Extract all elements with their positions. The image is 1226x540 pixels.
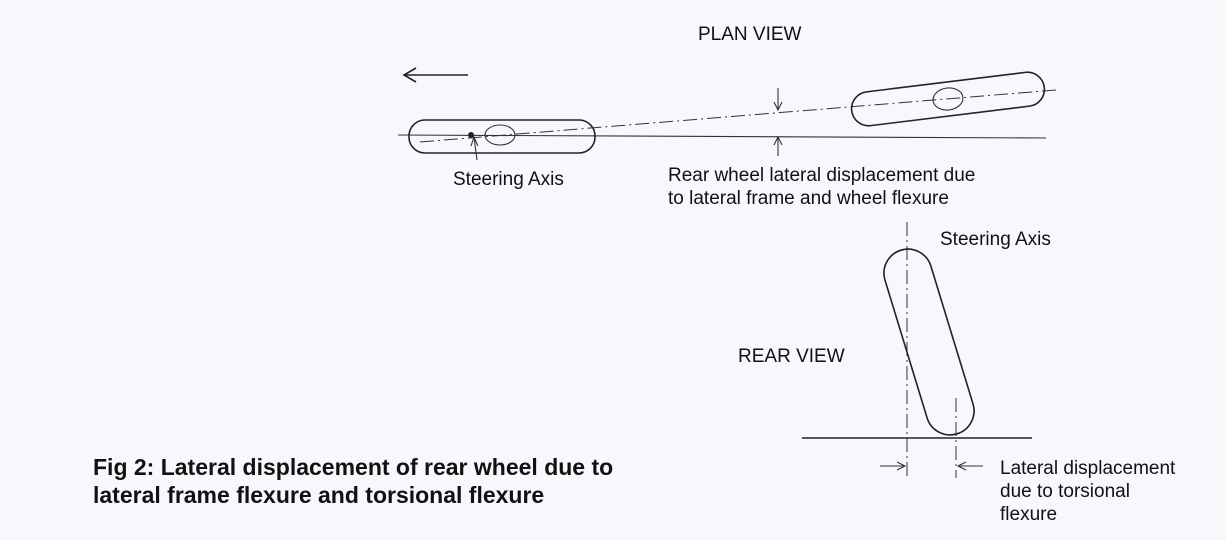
left-arrow-icon [402,67,468,83]
caption-line1: Fig 2: Lateral displacement of rear whee… [93,454,613,480]
rear-view-wheel [883,248,975,436]
plan-displacement-label-line1: Rear wheel lateral displacement due [668,165,975,186]
steering-axis-point [468,132,474,138]
front-wheel [408,119,596,154]
displacement-dimension [773,88,783,156]
rear-view-title: REAR VIEW [738,346,845,367]
plan-view: PLAN VIEW Steering Axis [397,24,1057,209]
torsional-dimension [880,461,983,471]
rear-steering-axis-label: Steering Axis [940,229,1051,250]
reference-line [397,134,1047,139]
torsional-label-line1: Lateral displacement [1000,458,1176,479]
plan-displacement-label-line2: to lateral frame and wheel flexure [668,188,949,209]
plan-view-title: PLAN VIEW [698,24,802,45]
wheelbase-centerline [419,89,1057,143]
figure-caption: Fig 2: Lateral displacement of rear whee… [93,454,613,508]
rear-view: Steering Axis REAR VIEW Lateral displace… [738,222,1176,525]
rear-wheel [850,71,1046,127]
torsional-label-line3: flexure [1000,504,1057,525]
steering-axis-pointer [470,135,479,161]
front-steering-axis-label: Steering Axis [453,169,564,190]
caption-line2: lateral frame flexure and torsional flex… [93,482,544,508]
torsional-label-line2: due to torsional [1000,481,1130,502]
